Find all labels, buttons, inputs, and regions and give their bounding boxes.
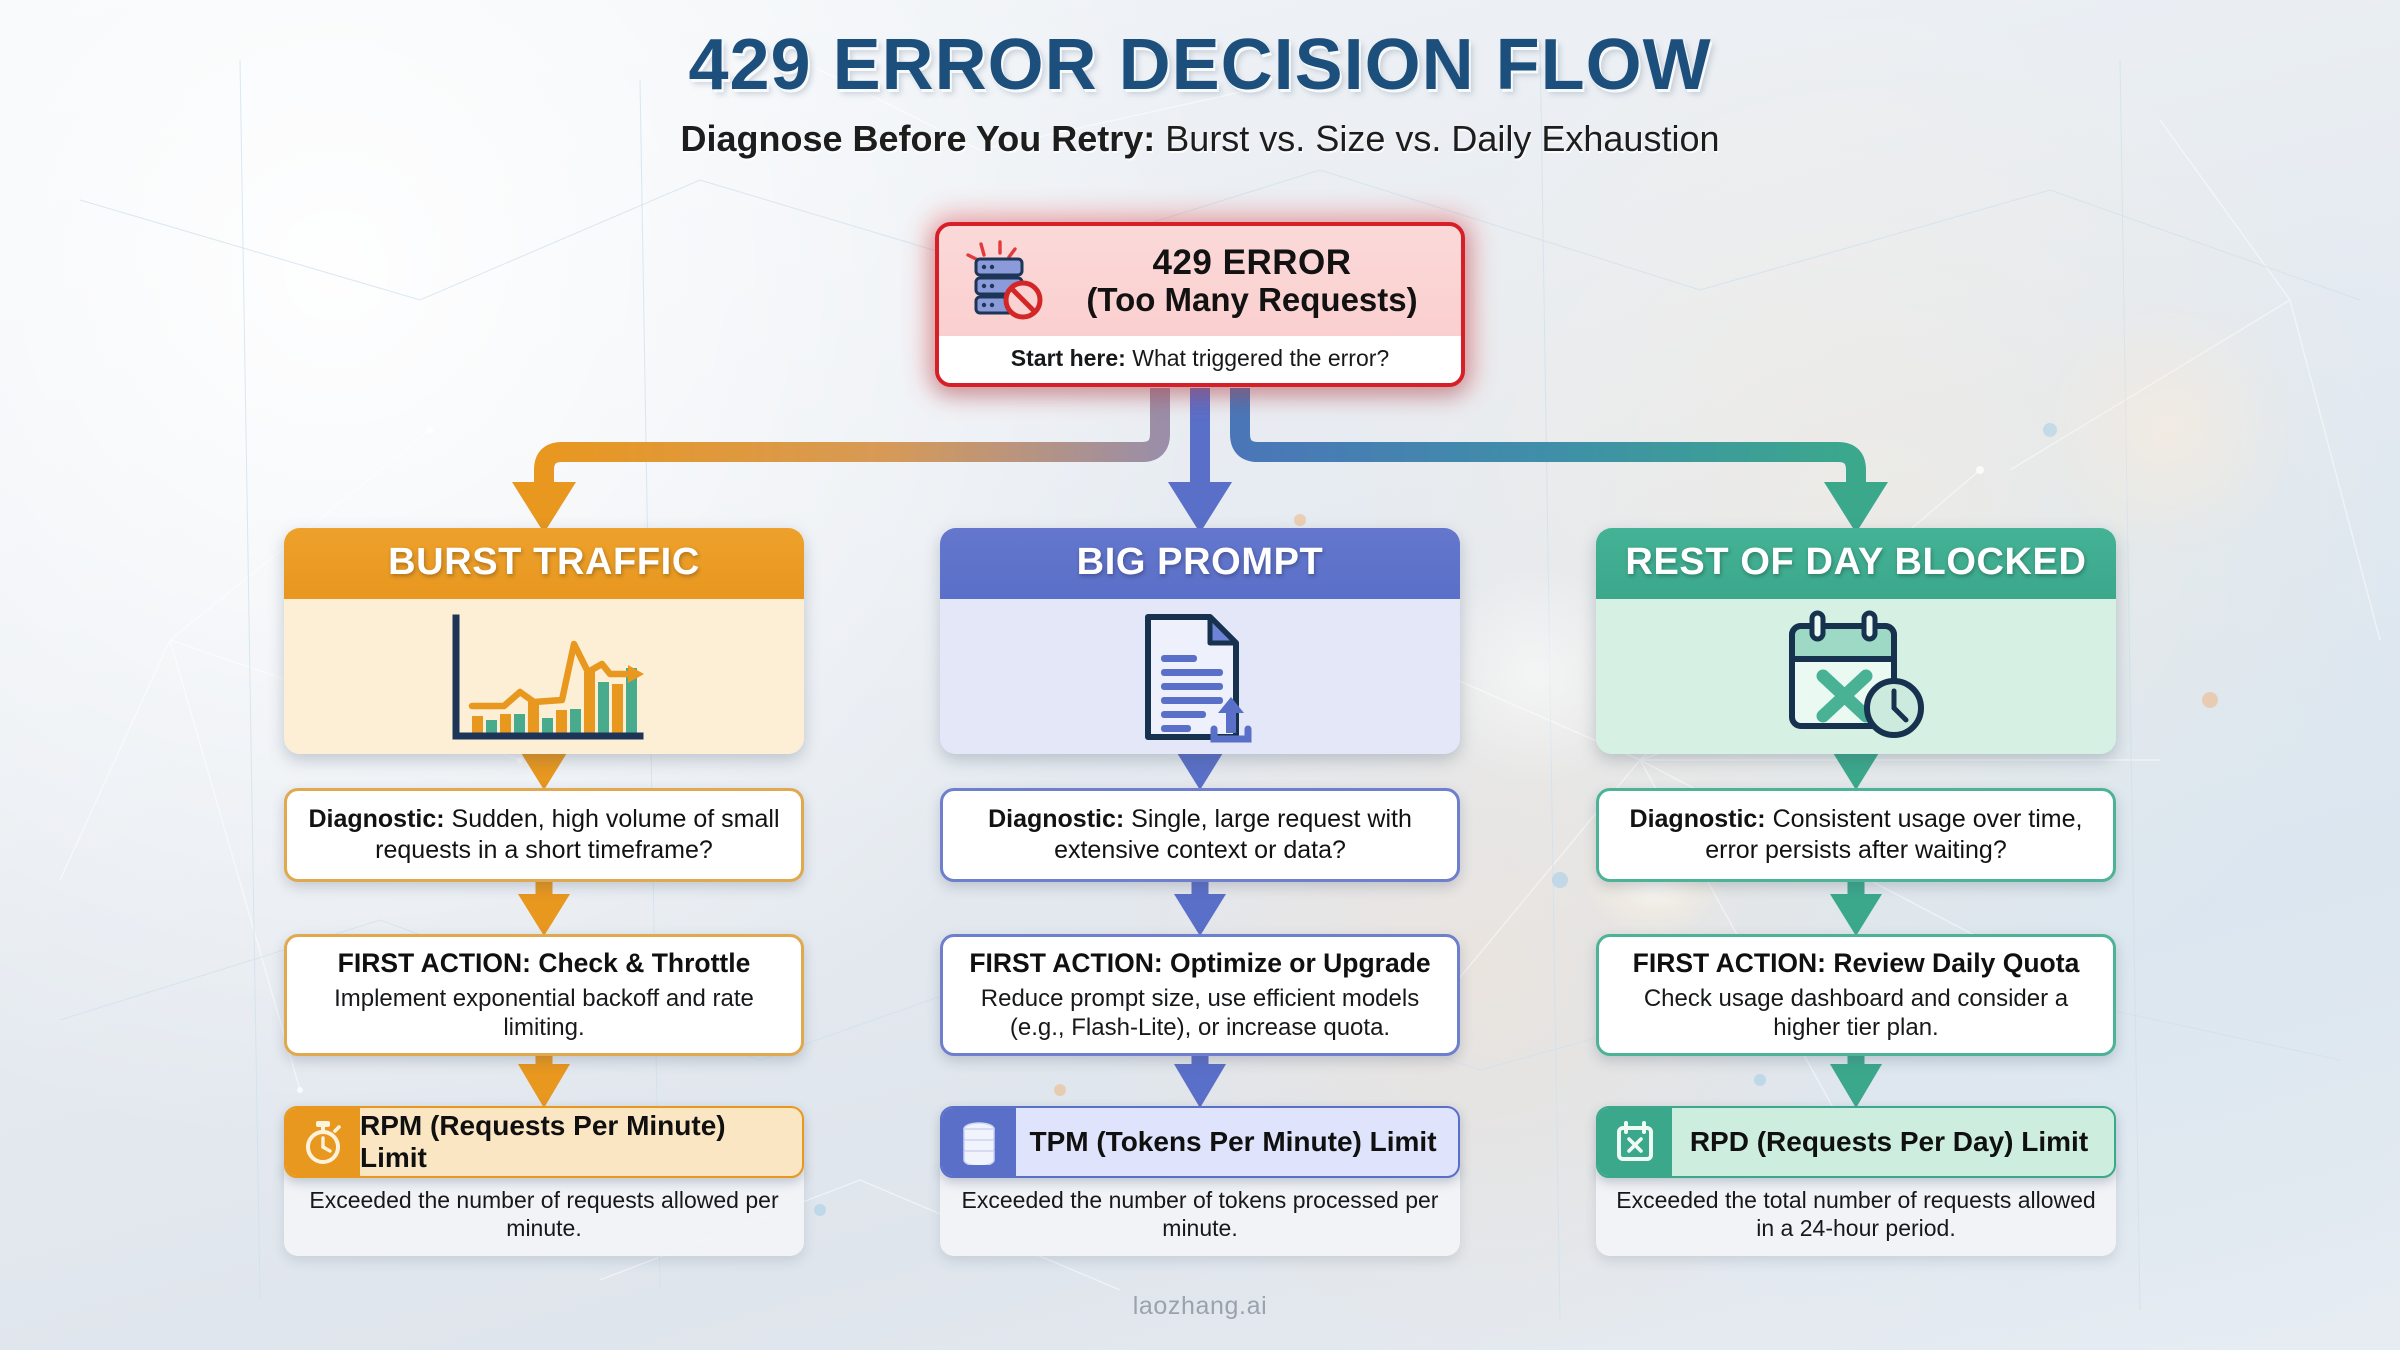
action-desc-bigprompt: Reduce prompt size, use efficient models… (980, 984, 1420, 1041)
root-start-here-note: Start here: What triggered the error? (939, 336, 1461, 383)
limit-block-restofday: RPD (Requests Per Day) Limit Exceeded th… (1596, 1106, 2116, 1257)
diagnostic-text-bigprompt: Diagnostic: Single, large request with e… (959, 804, 1441, 867)
limit-icon-wrap-bigprompt (942, 1108, 1016, 1176)
column-illustration-bigprompt (940, 599, 1460, 754)
database-icon (963, 1122, 995, 1165)
calendar-x-clock-icon (1789, 610, 1924, 738)
connector-root-to-restofday (1230, 388, 1888, 533)
diagnostic-label-bigprompt: Diagnostic: (988, 804, 1125, 833)
limit-block-burst: RPM (Requests Per Minute) Limit Exceeded… (284, 1106, 804, 1257)
limit-badge-bigprompt[interactable]: TPM (Tokens Per Minute) Limit (940, 1106, 1460, 1178)
column-header-bigprompt: BIG PROMPT (940, 528, 1460, 599)
limit-label-bigprompt: TPM (Tokens Per Minute) Limit (1029, 1126, 1437, 1157)
diagnostic-box-bigprompt: Diagnostic: Single, large request with e… (940, 788, 1460, 882)
action-title-restofday: FIRST ACTION: Review Daily Quota (1632, 947, 2080, 978)
root-start-here-strong: Start here: (1010, 345, 1126, 371)
limit-badge-restofday[interactable]: RPD (Requests Per Day) Limit (1596, 1106, 2116, 1178)
spike-bar-chart-icon (452, 614, 644, 739)
connector-root-to-burst (512, 388, 1170, 533)
bokeh-glow-c (2040, 300, 2300, 560)
watermark: laozhang.ai (1132, 1292, 1268, 1320)
diagnostic-label-restofday: Diagnostic: (1629, 804, 1766, 833)
page-subtitle-strong: Diagnose Before You Retry: (680, 118, 1156, 159)
calendar-x-icon (1617, 1121, 1653, 1161)
column-header-restofday: REST OF DAY BLOCKED (1596, 528, 2116, 599)
column-card-burst[interactable]: BURST TRAFFIC (284, 528, 804, 754)
root-error-header: 429 ERROR (Too Many Requests) (939, 226, 1461, 336)
action-desc-restofday: Check usage dashboard and consider a hig… (1643, 984, 2069, 1041)
column-illustration-restofday (1596, 599, 2116, 754)
action-box-restofday: FIRST ACTION: Review Daily Quota Check u… (1596, 934, 2116, 1056)
root-start-here-rest: What triggered the error? (1125, 345, 1390, 371)
action-box-burst: FIRST ACTION: Check & Throttle Implement… (284, 934, 804, 1056)
limit-label-burst: RPM (Requests Per Minute) Limit (360, 1110, 726, 1173)
diagnostic-box-burst: Diagnostic: Sudden, high volume of small… (284, 788, 804, 882)
server-blocked-icon (966, 240, 1043, 320)
header: 429 ERROR DECISION FLOW Diagnose Before … (0, 24, 2400, 160)
page-title: 429 ERROR DECISION FLOW (688, 25, 1712, 105)
page-subtitle-rest: Burst vs. Size vs. Daily Exhaustion (1155, 118, 1720, 159)
column-card-bigprompt[interactable]: BIG PROMPT (940, 528, 1460, 754)
action-desc-burst: Implement exponential backoff and rate l… (334, 984, 754, 1041)
root-error-title: 429 ERROR (1152, 242, 1352, 282)
stopwatch-icon (306, 1121, 341, 1164)
page-subtitle: Diagnose Before You Retry: Burst vs. Siz… (0, 118, 2400, 160)
diagnostic-box-restofday: Diagnostic: Consistent usage over time, … (1596, 788, 2116, 882)
limit-icon-wrap-restofday (1598, 1108, 1672, 1176)
limit-block-bigprompt: TPM (Tokens Per Minute) Limit Exceeded t… (940, 1106, 1460, 1257)
connector-root-to-bigprompt (1168, 388, 1232, 533)
column-header-burst: BURST TRAFFIC (284, 528, 804, 599)
action-title-bigprompt: FIRST ACTION: Optimize or Upgrade (969, 947, 1431, 978)
root-error-text: 429 ERROR (Too Many Requests) (1065, 243, 1439, 319)
root-error-card: 429 ERROR (Too Many Requests) Start here… (935, 222, 1465, 387)
limit-badge-burst[interactable]: RPM (Requests Per Minute) Limit (284, 1106, 804, 1178)
limit-icon-wrap-burst (286, 1108, 360, 1176)
action-title-burst: FIRST ACTION: Check & Throttle (337, 947, 751, 978)
diagnostic-label-burst: Diagnostic: (308, 804, 445, 833)
action-box-bigprompt: FIRST ACTION: Optimize or Upgrade Reduce… (940, 934, 1460, 1056)
document-upload-icon (1145, 613, 1252, 742)
diagnostic-text-burst: Diagnostic: Sudden, high volume of small… (303, 804, 785, 867)
root-error-subtitle: (Too Many Requests) (1086, 281, 1418, 319)
column-card-restofday[interactable]: REST OF DAY BLOCKED (1596, 528, 2116, 754)
limit-label-restofday: RPD (Requests Per Day) Limit (1689, 1126, 2089, 1157)
diagnostic-text-restofday: Diagnostic: Consistent usage over time, … (1615, 804, 2097, 867)
column-illustration-burst (284, 599, 804, 754)
